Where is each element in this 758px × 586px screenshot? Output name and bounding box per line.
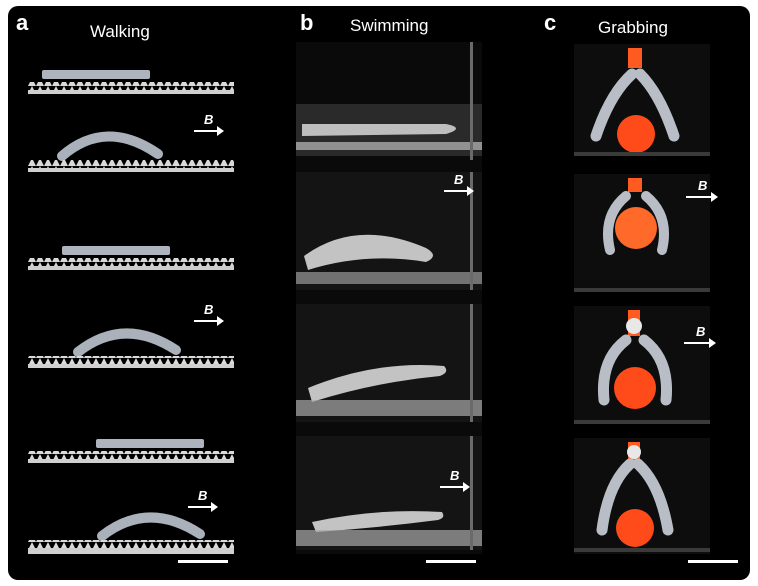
field-label-b2: B — [450, 468, 460, 483]
walking-frame-4 — [28, 328, 234, 368]
swimming-frame-4 — [296, 436, 482, 550]
figure-frame: a Walking b Swimming c Grabbing — [8, 6, 750, 580]
grabbing-frame-2 — [574, 174, 710, 292]
walking-frame-3 — [28, 246, 234, 270]
swimming-frame-3 — [296, 304, 482, 422]
swimming-frame-2 — [296, 172, 482, 290]
walking-frame-2 — [28, 131, 234, 172]
walking-frame-5 — [28, 439, 234, 463]
field-label-b1: B — [454, 172, 464, 187]
panel-letter-b: b — [300, 10, 314, 35]
grabbing-frame-3 — [574, 306, 710, 424]
panel-letter-a: a — [16, 10, 29, 35]
swimming-frame-1 — [296, 42, 482, 160]
walking-frame-6 — [28, 512, 234, 554]
field-arrow-a2 — [194, 316, 224, 326]
walking-frame-1 — [28, 70, 234, 94]
panel-title-grabbing: Grabbing — [598, 18, 668, 37]
panel-title-swimming: Swimming — [350, 16, 429, 35]
walking-sequence-image — [28, 70, 234, 554]
grabbing-frame-1 — [574, 44, 710, 156]
field-arrow-c1 — [686, 192, 718, 202]
field-arrow-a3 — [188, 502, 218, 512]
grabbing-sequence-image — [574, 44, 710, 554]
scale-bar-b — [426, 560, 476, 563]
field-arrow-b2 — [440, 482, 470, 492]
grabbing-frame-4 — [574, 438, 710, 554]
field-arrow-a1 — [194, 126, 224, 136]
scale-bar-a — [178, 560, 228, 563]
swimming-sequence-image — [296, 42, 482, 554]
field-label-c2: B — [696, 324, 706, 339]
field-arrow-b1 — [444, 186, 474, 196]
panel-title-walking: Walking — [90, 22, 150, 41]
field-arrow-c2 — [684, 338, 716, 348]
field-label-a1: B — [204, 112, 214, 127]
scale-bar-c — [688, 560, 738, 563]
field-label-a3: B — [198, 488, 208, 503]
field-label-c1: B — [698, 178, 708, 193]
field-label-a2: B — [204, 302, 214, 317]
panel-letter-c: c — [544, 10, 557, 35]
